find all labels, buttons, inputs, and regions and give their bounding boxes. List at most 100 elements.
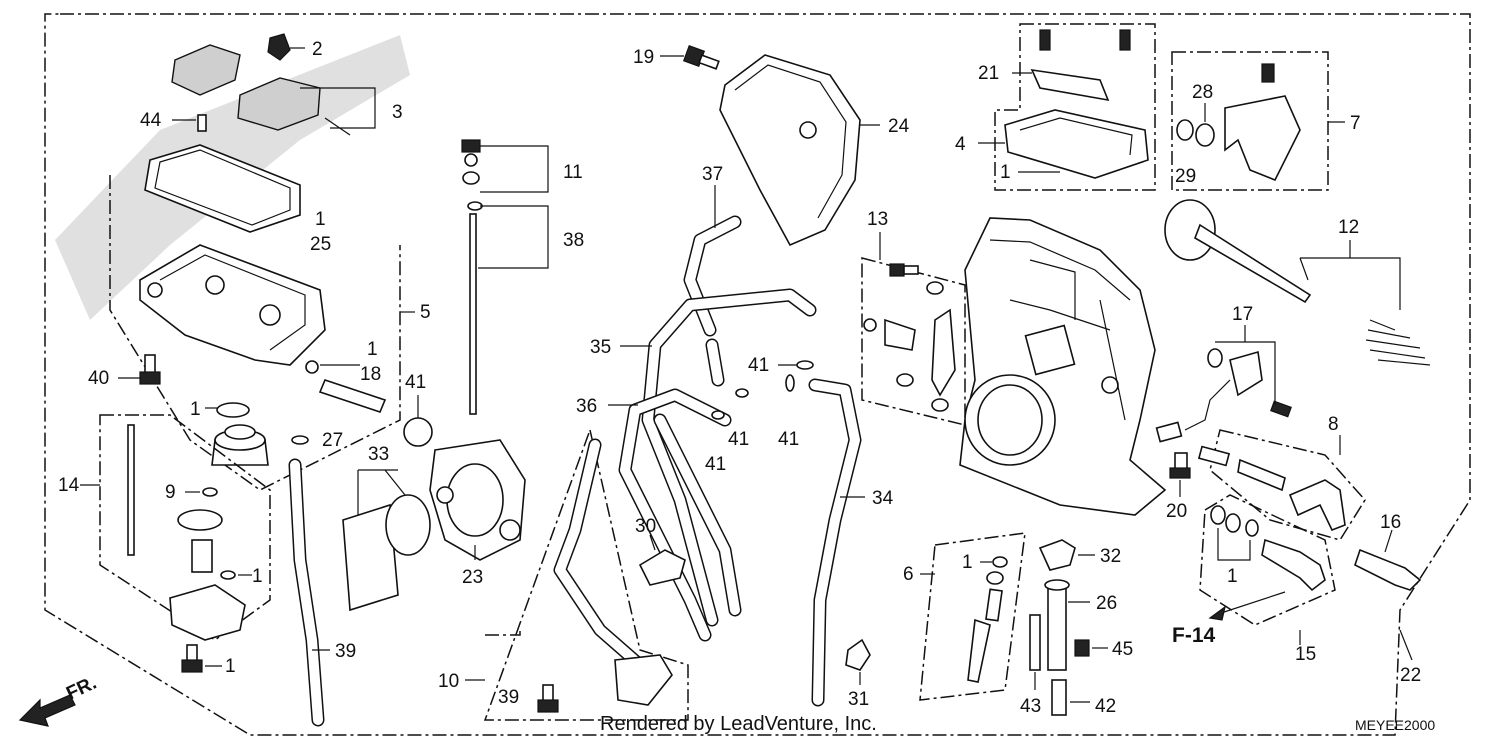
callout-22: 22 bbox=[1400, 665, 1421, 686]
callout-25: 25 bbox=[310, 234, 331, 255]
part-5-float-bowl[interactable] bbox=[139, 244, 326, 366]
callout-10: 10 bbox=[438, 671, 459, 692]
part-10-lever[interactable] bbox=[614, 654, 673, 706]
callout-31: 31 bbox=[848, 689, 869, 710]
part-7-link[interactable] bbox=[1224, 63, 1301, 182]
callout-30: 30 bbox=[635, 516, 656, 537]
part-15-elbow[interactable] bbox=[1261, 538, 1326, 592]
group-13-outline bbox=[861, 257, 966, 426]
part-18-screw[interactable] bbox=[305, 360, 387, 413]
callout-32: 32 bbox=[1100, 546, 1121, 567]
callout-21: 21 bbox=[978, 63, 999, 84]
part-26-jet[interactable] bbox=[1044, 579, 1070, 671]
callout-12: 12 bbox=[1338, 217, 1359, 238]
part-44-pin[interactable] bbox=[197, 114, 207, 132]
callout-17: 17 bbox=[1232, 304, 1253, 325]
part-13-parts[interactable] bbox=[863, 263, 956, 412]
part-41-clip-a[interactable] bbox=[291, 435, 309, 445]
part-6-pilot-screw[interactable] bbox=[967, 571, 1004, 683]
part-1-oring[interactable] bbox=[216, 402, 250, 418]
part-38-ring[interactable] bbox=[467, 201, 483, 211]
f14-leader bbox=[1214, 591, 1286, 616]
part-14-oring[interactable] bbox=[385, 494, 431, 556]
part-1-washer-b[interactable] bbox=[220, 570, 236, 580]
group-4-outline bbox=[994, 23, 1156, 191]
part-29-washer[interactable] bbox=[1176, 119, 1194, 141]
callout-23: 23 bbox=[462, 567, 483, 588]
part-2-clip[interactable] bbox=[267, 33, 291, 61]
part-41-clip-b[interactable] bbox=[796, 360, 814, 370]
part-43-jet[interactable] bbox=[1029, 614, 1041, 671]
callout-8: 8 bbox=[1328, 414, 1339, 435]
part-39-bolt-a[interactable] bbox=[181, 644, 203, 673]
part-drain-plug[interactable] bbox=[211, 424, 269, 466]
callout-1e: 1 bbox=[252, 566, 263, 587]
callout-45: 45 bbox=[1112, 639, 1133, 660]
part-16-valve[interactable] bbox=[1354, 548, 1422, 591]
part-8-fitting[interactable] bbox=[1197, 445, 1346, 532]
part-6-oring[interactable] bbox=[992, 556, 1008, 568]
part-spring[interactable] bbox=[191, 539, 213, 573]
part-30-bracket[interactable] bbox=[638, 549, 686, 586]
part-32[interactable] bbox=[1038, 539, 1076, 571]
callout-13: 13 bbox=[867, 209, 888, 230]
callout-40: 40 bbox=[88, 368, 109, 389]
part-45-jet[interactable] bbox=[1074, 639, 1090, 657]
part-41-clip-e[interactable] bbox=[785, 374, 795, 392]
callout-20: 20 bbox=[1166, 501, 1187, 522]
part-22-carburetor-body[interactable] bbox=[959, 217, 1167, 516]
part-15-washer-a[interactable] bbox=[1210, 505, 1226, 525]
part-14-plate[interactable] bbox=[342, 503, 399, 612]
callout-6: 6 bbox=[903, 564, 914, 585]
diagram-code: MEYEE2000 bbox=[1355, 717, 1435, 733]
part-1-washer-a[interactable] bbox=[202, 487, 218, 497]
part-3-cover[interactable] bbox=[171, 44, 351, 136]
callout-1g: 1 bbox=[1227, 566, 1238, 587]
part-42-jet[interactable] bbox=[1051, 679, 1067, 716]
callout-41c: 41 bbox=[728, 429, 749, 450]
part-40-bolt[interactable] bbox=[139, 354, 161, 385]
callout-7: 7 bbox=[1350, 113, 1361, 134]
group-15-outline bbox=[1199, 494, 1336, 626]
part-31-bracket[interactable] bbox=[845, 638, 871, 671]
part-39-bolt-b[interactable] bbox=[537, 684, 559, 713]
callout-1c: 1 bbox=[190, 399, 201, 420]
callout-41a: 27 bbox=[322, 430, 343, 451]
part-23-insulator[interactable] bbox=[429, 439, 526, 561]
part-28-washer[interactable] bbox=[1195, 123, 1215, 147]
callout-44: 44 bbox=[140, 110, 162, 131]
callout-35: 35 bbox=[590, 337, 611, 358]
part-24-cover[interactable] bbox=[719, 54, 861, 247]
part-11-jet-holder[interactable] bbox=[461, 139, 481, 185]
part-9-rod[interactable] bbox=[127, 424, 135, 556]
part-25-gasket[interactable] bbox=[144, 144, 301, 233]
part-12-spring[interactable] bbox=[1365, 319, 1431, 366]
callout-39b: 39 bbox=[498, 687, 519, 708]
part-19-bolt[interactable] bbox=[682, 44, 720, 70]
part-17-sensor[interactable] bbox=[1155, 348, 1292, 443]
part-15-washer-c[interactable] bbox=[1245, 519, 1259, 537]
part-4-top-cover[interactable] bbox=[1004, 109, 1149, 179]
part-15-washer-b[interactable] bbox=[1225, 513, 1241, 533]
part-diaphragm[interactable] bbox=[177, 509, 223, 531]
part-41-clip-d[interactable] bbox=[711, 410, 725, 420]
group-6-outline bbox=[919, 532, 1026, 701]
part-41-clip-c[interactable] bbox=[735, 388, 749, 398]
part-20-bolt[interactable] bbox=[1169, 452, 1191, 479]
callout-42: 42 bbox=[1095, 696, 1116, 717]
callout-1b: 1 bbox=[367, 339, 378, 360]
callout-41e: 41 bbox=[778, 429, 799, 450]
callout-11: 11 bbox=[563, 162, 583, 183]
callout-1d: 9 bbox=[165, 482, 176, 503]
callout-33: 39 bbox=[335, 641, 356, 662]
callout-26: 26 bbox=[1096, 593, 1117, 614]
callout-4: 4 bbox=[955, 134, 966, 155]
part-12-shaft[interactable] bbox=[1164, 199, 1312, 304]
callout-1f: 1 bbox=[1000, 162, 1011, 183]
part-38-needle[interactable] bbox=[469, 213, 477, 415]
part-21-plate[interactable] bbox=[1030, 29, 1131, 102]
part-27[interactable] bbox=[403, 417, 433, 447]
part-pump-cover[interactable] bbox=[169, 584, 246, 641]
callout-28: 28 bbox=[1192, 82, 1213, 103]
